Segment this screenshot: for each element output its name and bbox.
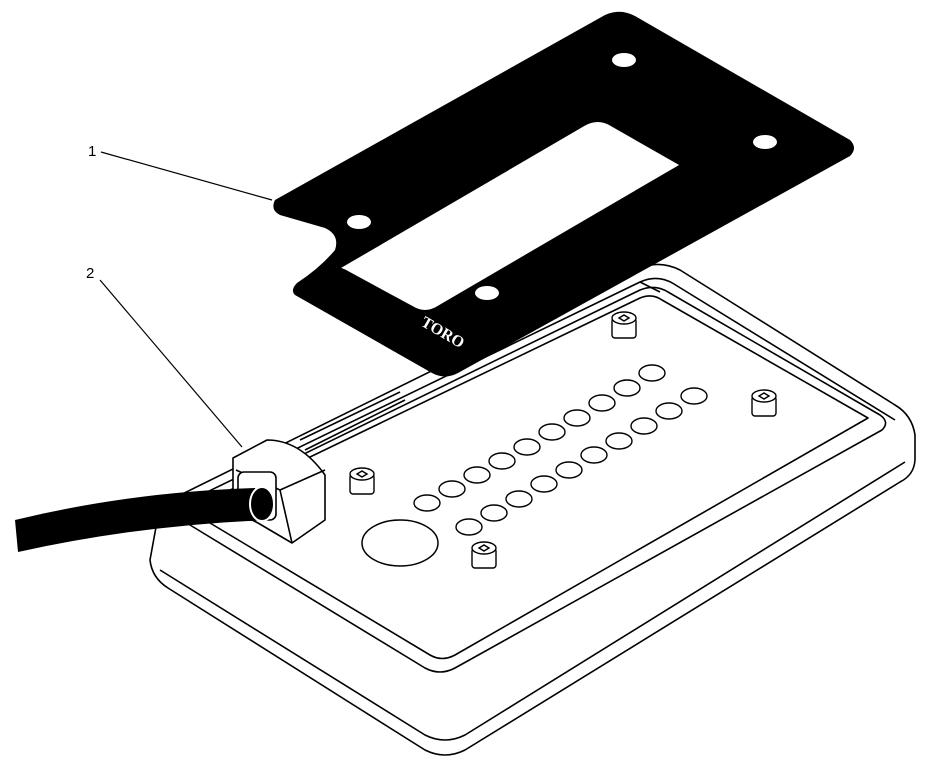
top-panel (184, 286, 887, 673)
screw-2 (471, 541, 497, 569)
screw-4 (751, 389, 777, 417)
callout-1: 1 (88, 143, 97, 160)
leader-2 (99, 279, 243, 448)
decal: TORO (273, 11, 854, 377)
top-panel-inner (199, 295, 869, 660)
housing-bottom-rim (159, 461, 906, 741)
leader-1 (100, 151, 273, 201)
button-row-2 (455, 387, 708, 536)
cable (15, 488, 268, 552)
button-row-1 (413, 364, 666, 512)
housing-outline (149, 263, 916, 756)
screw-3 (611, 311, 637, 339)
callout-2: 2 (86, 265, 95, 282)
screw-1 (349, 467, 375, 495)
screws (349, 311, 777, 569)
large-button (361, 519, 439, 567)
